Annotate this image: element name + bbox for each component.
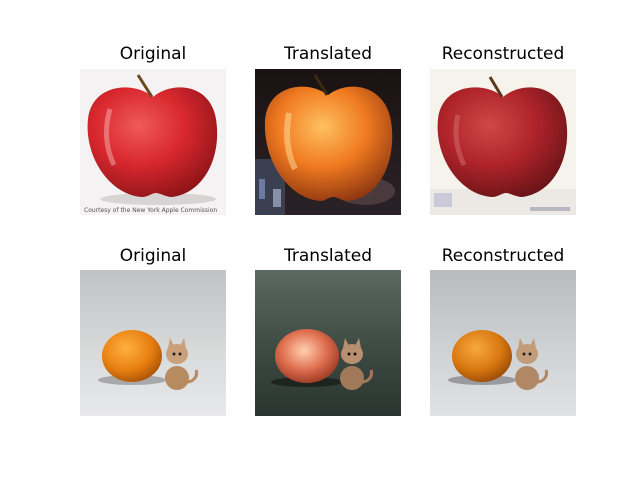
image-apple-original: Courtesy of the New York Apple Commissio… [80, 69, 226, 215]
panel-title-r1-reconstructed: Reconstructed [441, 44, 565, 64]
panel-title-r2-original: Original [119, 246, 187, 266]
panel-title-r1-translated: Translated [284, 44, 372, 64]
image-caption: Courtesy of the New York Apple Commissio… [84, 207, 217, 214]
image-orange-original [80, 270, 226, 416]
image-apple-reconstructed [430, 69, 576, 215]
image-orange-reconstructed [430, 270, 576, 416]
image-apple-translated [255, 69, 401, 215]
panel-title-r1-original: Original [119, 44, 187, 64]
image-orange-translated [255, 270, 401, 416]
panel-title-r2-reconstructed: Reconstructed [441, 246, 565, 266]
panel-title-r2-translated: Translated [284, 246, 372, 266]
